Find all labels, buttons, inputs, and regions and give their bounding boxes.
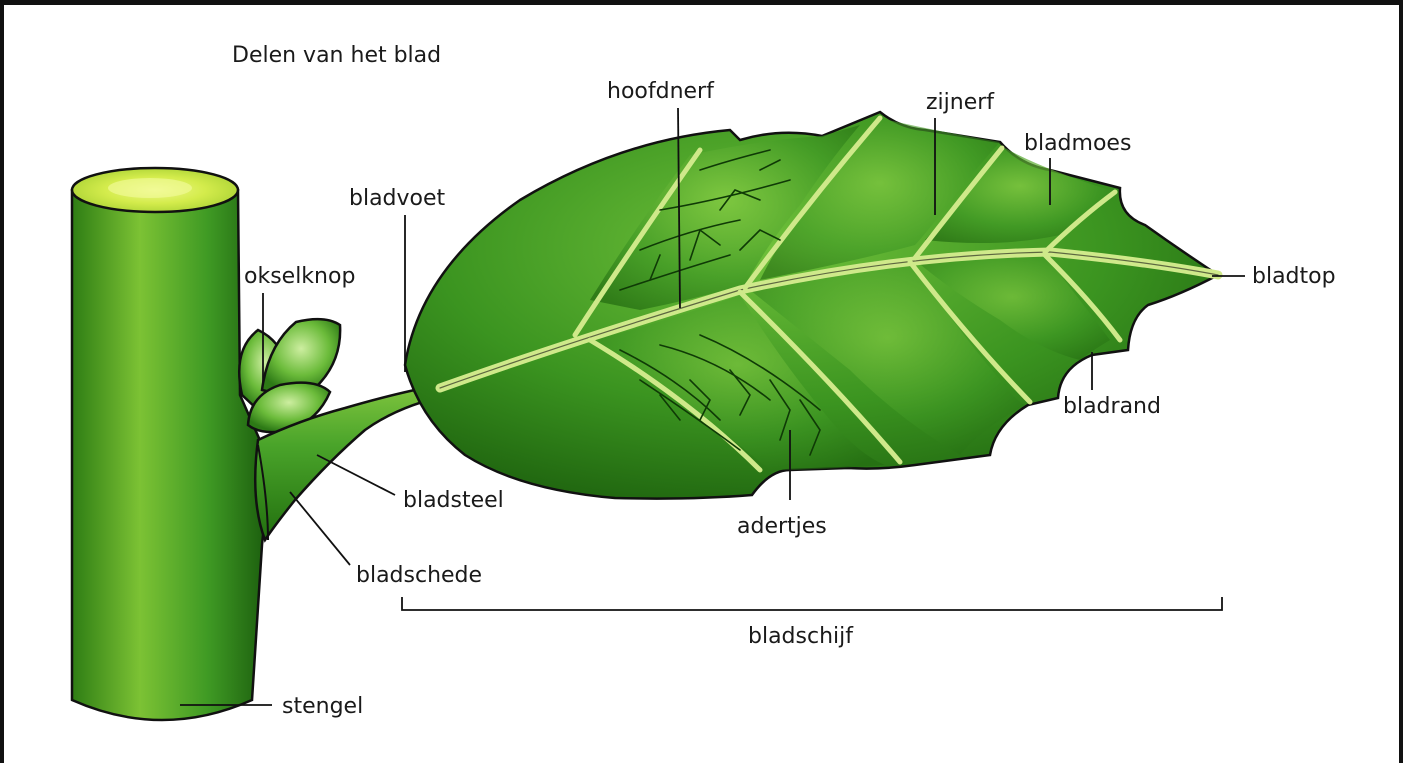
label-bladrand: bladrand (1063, 394, 1161, 419)
bladschijf-bracket (402, 597, 1222, 610)
label-bladschijf: bladschijf (748, 624, 854, 649)
leader-bladschede (290, 492, 350, 565)
label-bladschede: bladschede (356, 563, 482, 588)
label-bladsteel: bladsteel (403, 488, 504, 513)
label-bladtop: bladtop (1252, 264, 1336, 289)
label-zijnerf: zijnerf (926, 90, 995, 115)
label-bladvoet: bladvoet (349, 186, 446, 211)
label-stengel: stengel (282, 694, 363, 719)
label-hoofdnerf: hoofdnerf (607, 79, 715, 104)
label-bladmoes: bladmoes (1024, 131, 1131, 156)
label-adertjes: adertjes (737, 514, 827, 539)
leader-bladsteel (317, 455, 395, 495)
label-okselknop: okselknop (244, 264, 355, 289)
stem (72, 168, 266, 720)
diagram-title: Delen van het blad (232, 43, 441, 68)
leaf-blade (405, 112, 1218, 499)
